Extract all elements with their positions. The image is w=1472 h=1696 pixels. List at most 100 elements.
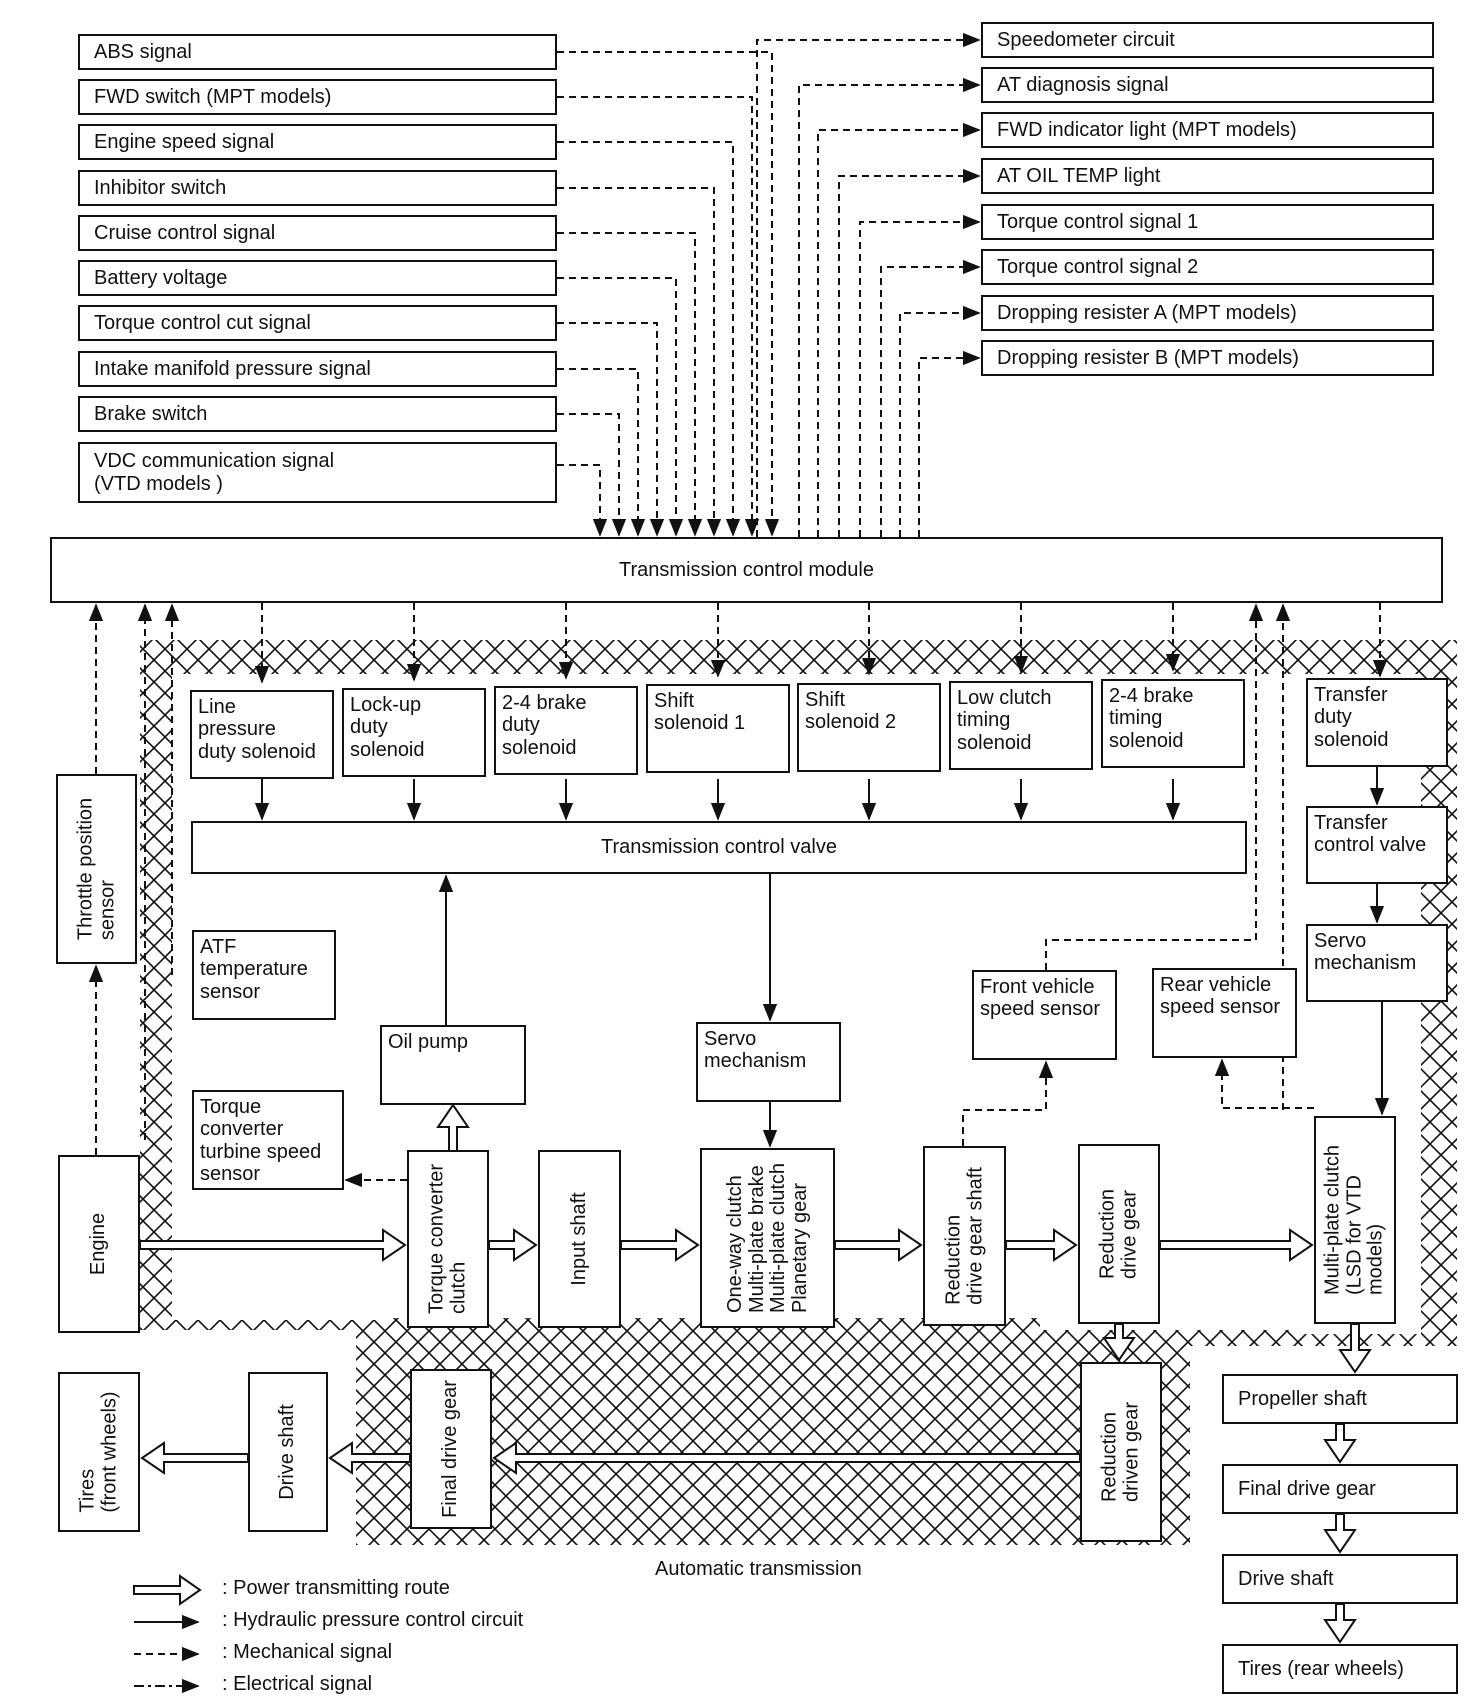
servo-mechanism: Servo mechanism (696, 1022, 841, 1102)
output-signal-line (918, 350, 981, 537)
final-drive-gear-front-label: Final drive gear (439, 1380, 462, 1518)
input-vdc-communication-signal: VDC communication signal (VTD models ) (78, 442, 557, 503)
legend-mechanical-signal: : Mechanical signal (222, 1641, 393, 1663)
legend-power-icon (133, 1574, 202, 1606)
throttle-position-sensor: Throttle position sensor (56, 774, 137, 964)
input-signal-line (557, 51, 780, 537)
lock-up-duty-solenoid: Lock-up duty solenoid (342, 688, 486, 777)
output-torque-control-signal-1: Torque control signal 1 (981, 204, 1434, 240)
legend-icons (133, 1574, 202, 1694)
line-pressure-duty-solenoid: Line pressure duty solenoid (190, 690, 334, 779)
input-inhibitor-switch: Inhibitor switch (78, 170, 557, 206)
tires-front-wheels: Tires (front wheels) (58, 1372, 140, 1532)
engine-to-converter-power (139, 1228, 407, 1262)
input-engine-speed-signal: Engine speed signal (78, 124, 557, 160)
driven-to-final-drive-power (492, 1441, 1081, 1475)
output-at-diagnosis-signal: AT diagnosis signal (981, 67, 1434, 103)
transfer-servo-mechanism: Servo mechanism (1306, 924, 1448, 1002)
reduction-drive-gear-shaft-label: Reduction drive gear shaft (941, 1167, 986, 1305)
legend-hydraulic-circuit: : Hydraulic pressure control circuit (222, 1609, 524, 1631)
input-fwd-switch: FWD switch (MPT models) (78, 79, 557, 115)
final-drive-gear-front: Final drive gear (410, 1369, 492, 1529)
planetary-gearset: One-way clutch Multi-plate brake Multi-p… (700, 1148, 835, 1328)
final-drive-to-drive-shaft-rear-power (1323, 1513, 1357, 1554)
input-signal-line (557, 141, 741, 537)
oil-pump: Oil pump (380, 1025, 526, 1105)
multi-plate-clutch-label: Multi-plate clutch (LSD for VTD models) (1321, 1144, 1387, 1296)
input-torque-control-cut-signal: Torque control cut signal (78, 305, 557, 341)
reduction-drive-gear-label: Reduction drive gear (1096, 1188, 1140, 1280)
throttle-position-sensor-label: Throttle position sensor (73, 797, 118, 941)
reduction-shaft-to-gear-power (1005, 1228, 1078, 1262)
low-clutch-timing-solenoid: Low clutch timing solenoid (949, 681, 1093, 770)
shift-solenoid-2: Shift solenoid 2 (797, 683, 941, 772)
torque-converter-clutch: Torque converter clutch (407, 1150, 489, 1328)
reduction-drive-gear: Reduction drive gear (1078, 1144, 1160, 1324)
output-dropping-resister-b: Dropping resister B (MPT models) (981, 340, 1434, 376)
input-signal-line (557, 322, 665, 537)
atf-temperature-sensor: ATF temperature sensor (192, 930, 336, 1020)
output-signal-line (838, 168, 981, 537)
input-battery-voltage: Battery voltage (78, 260, 557, 296)
tires-rear-wheels: Tires (rear wheels) (1222, 1644, 1458, 1694)
automatic-transmission-label: Automatic transmission (655, 1558, 862, 1580)
transmission-control-module: Transmission control module (50, 537, 1443, 603)
output-dropping-resister-a: Dropping resister A (MPT models) (981, 295, 1434, 331)
output-signal-line (756, 32, 981, 537)
converter-to-input-power (488, 1228, 538, 1262)
input-signal-line (557, 232, 703, 537)
signal-lines (88, 32, 1390, 1188)
rear-vehicle-speed-sensor: Rear vehicle speed sensor (1152, 968, 1297, 1058)
final-drive-gear-rear: Final drive gear (1222, 1464, 1458, 1514)
input-signal-line (557, 368, 646, 537)
transfer-duty-solenoid: Transfer duty solenoid (1306, 678, 1448, 767)
input-signal-line (557, 464, 608, 537)
output-speedometer-circuit: Speedometer circuit (981, 22, 1434, 58)
turbine-speed-sensor: Torque converter turbine speed sensor (192, 1090, 344, 1190)
torque-converter-clutch-label: Torque converter clutch (425, 1163, 469, 1315)
input-shaft: Input shaft (538, 1150, 621, 1328)
reduction-gear-to-clutch-power (1159, 1228, 1314, 1262)
input-cruise-control-signal: Cruise control signal (78, 215, 557, 251)
engine: Engine (58, 1155, 140, 1333)
drive-shaft-front-label: Drive shaft (276, 1404, 299, 1500)
legend-power-route: : Power transmitting route (222, 1577, 450, 1599)
output-signal-line (880, 259, 981, 537)
propeller-to-final-drive-power (1323, 1423, 1357, 1464)
drive-shaft-to-tires-power (140, 1441, 249, 1475)
input-shaft-label: Input shaft (567, 1192, 590, 1286)
2-4-brake-timing-solenoid: 2-4 brake timing solenoid (1101, 679, 1245, 768)
input-signal-line (557, 187, 722, 537)
reduction-drive-gear-shaft: Reduction drive gear shaft (923, 1146, 1006, 1326)
output-fwd-indicator-light: FWD indicator light (MPT models) (981, 112, 1434, 148)
clutch-to-propeller-power (1338, 1323, 1372, 1374)
2-4-brake-duty-solenoid: 2-4 brake duty solenoid (494, 686, 638, 775)
reduction-driven-gear-label: Reduction driven gear (1098, 1401, 1142, 1503)
front-speed-to-tcm-line (1045, 603, 1264, 970)
drive-shaft-rear: Drive shaft (1222, 1554, 1458, 1604)
engine-label: Engine (87, 1212, 110, 1276)
drive-shaft-to-tires-rear-power (1323, 1603, 1357, 1644)
drive-to-driven-gear-power (1102, 1323, 1136, 1362)
output-torque-control-signal-2: Torque control signal 2 (981, 249, 1434, 285)
shift-solenoid-1: Shift solenoid 1 (646, 684, 790, 773)
power-route-arrows (139, 1103, 1372, 1644)
multi-plate-clutch: Multi-plate clutch (LSD for VTD models) (1314, 1116, 1396, 1324)
output-signal-line (817, 122, 981, 537)
output-signal-line (859, 214, 981, 537)
input-signal-line (557, 96, 760, 537)
input-intake-manifold-pressure: Intake manifold pressure signal (78, 351, 557, 387)
reduction-driven-gear: Reduction driven gear (1080, 1362, 1162, 1542)
input-signal-line (557, 413, 627, 537)
legend-electrical-signal: : Electrical signal (222, 1673, 373, 1695)
transfer-control-valve: Transfer control valve (1306, 806, 1448, 884)
clutch-to-rear-sensor-line (1214, 1058, 1314, 1109)
input-to-gearset-power (620, 1228, 700, 1262)
planetary-gearset-label: One-way clutch Multi-plate brake Multi-p… (723, 1162, 811, 1314)
front-vehicle-speed-sensor: Front vehicle speed sensor (972, 970, 1117, 1060)
converter-to-oil-pump-power (436, 1103, 470, 1155)
propeller-shaft: Propeller shaft (1222, 1374, 1458, 1424)
output-signal-line (899, 305, 981, 537)
final-drive-to-drive-shaft-power (328, 1441, 411, 1475)
output-at-oil-temp-light: AT OIL TEMP light (981, 158, 1434, 194)
